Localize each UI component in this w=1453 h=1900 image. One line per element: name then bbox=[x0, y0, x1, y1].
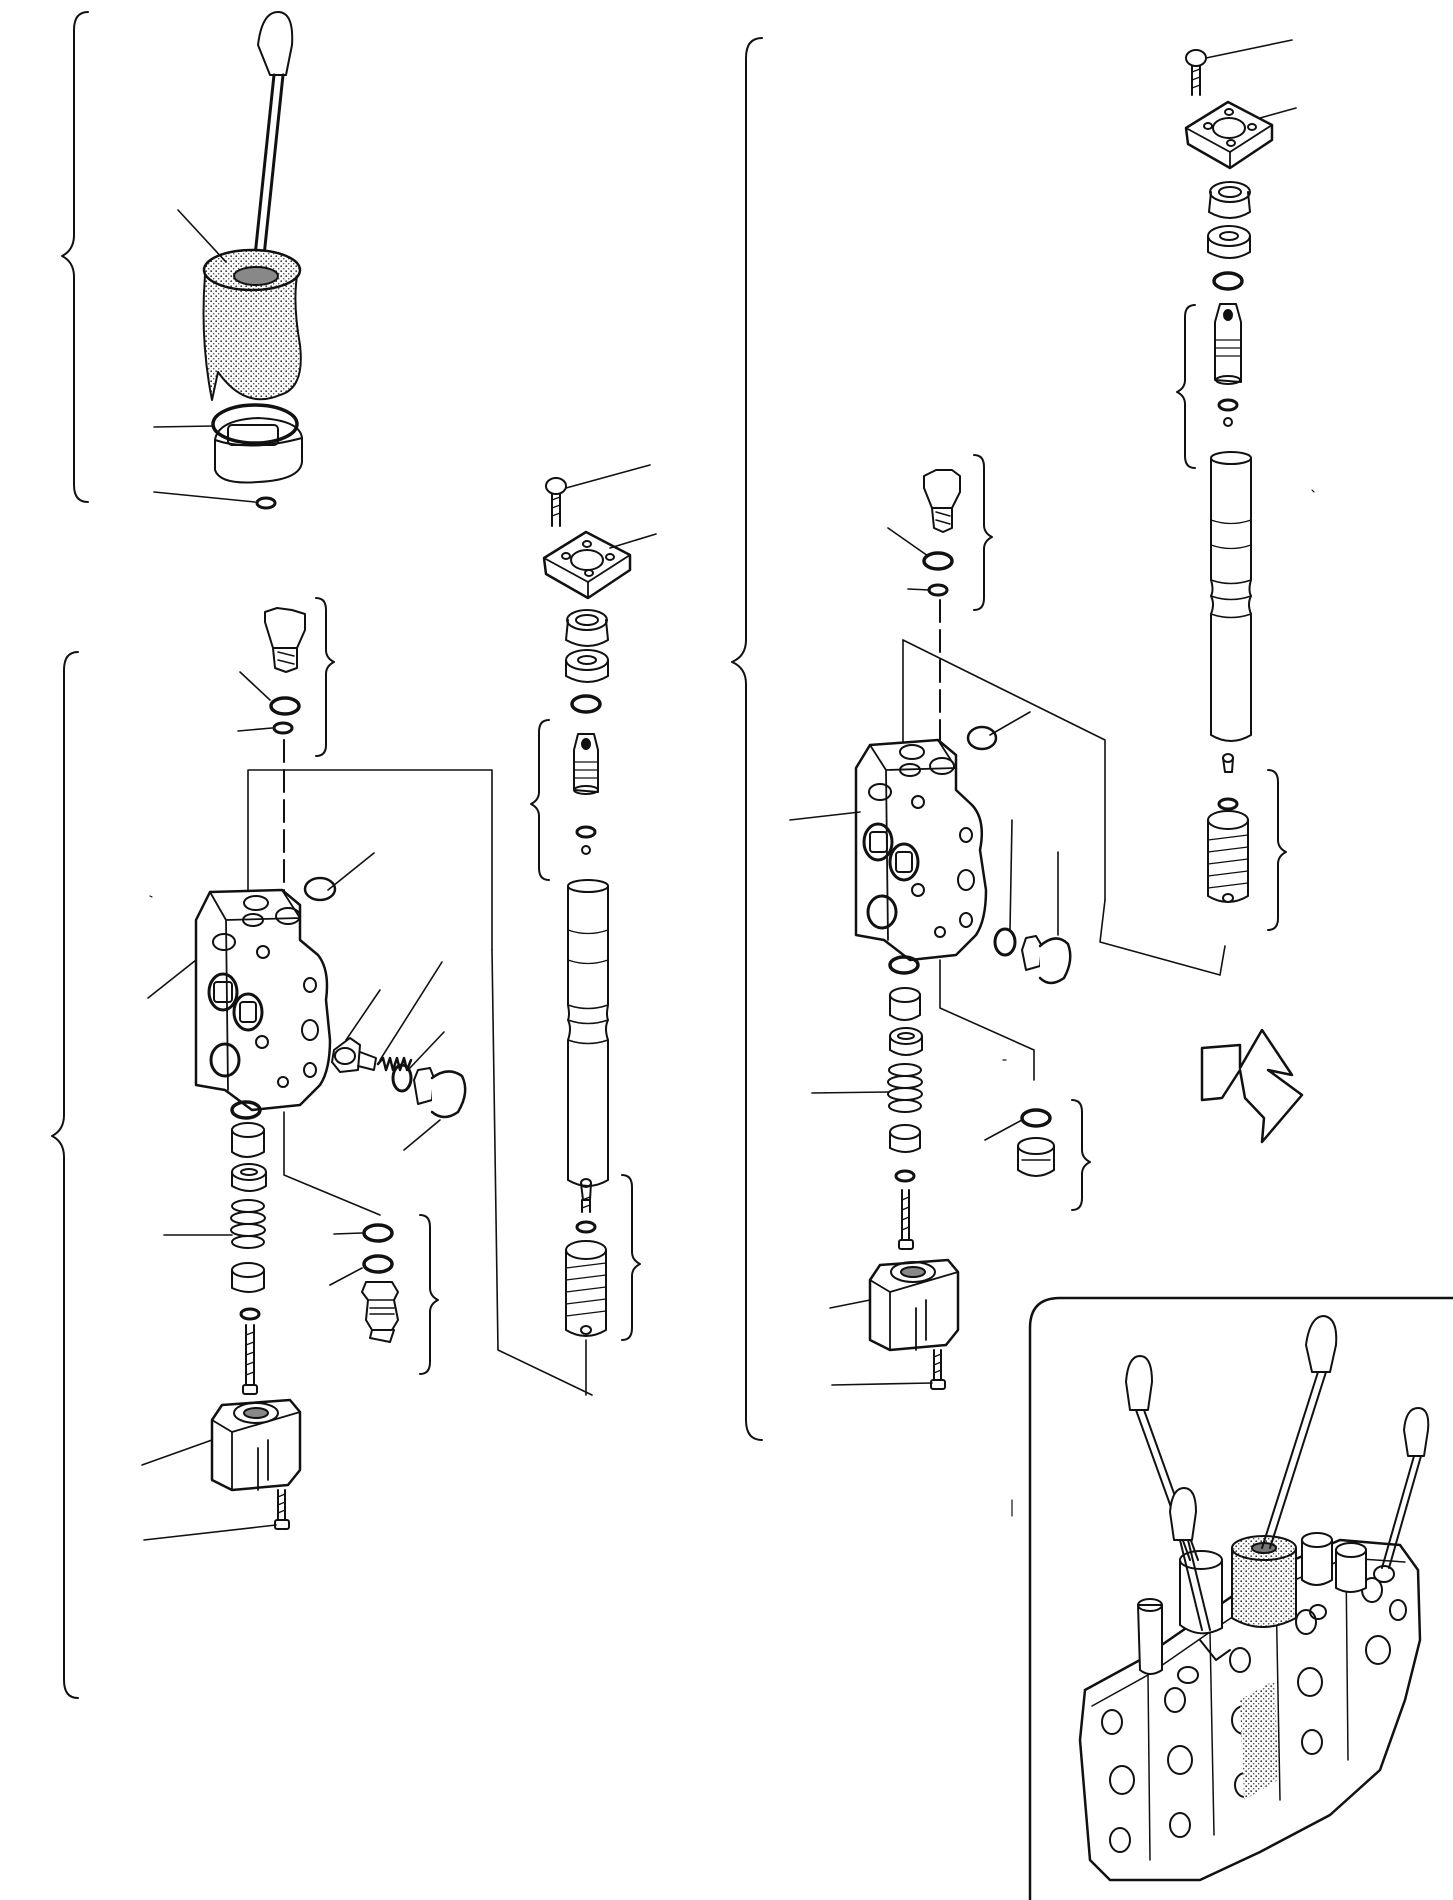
assembly-link-lines-right bbox=[939, 899, 1226, 1081]
plug-cap-right bbox=[1017, 1137, 1055, 1177]
plug-left bbox=[413, 1067, 467, 1119]
scan-specks bbox=[149, 489, 1315, 1517]
bolt-icon bbox=[930, 1349, 946, 1390]
spring-icon bbox=[887, 1063, 923, 1113]
spring-icon bbox=[376, 1056, 413, 1072]
control-lever-icon bbox=[251, 11, 294, 277]
relief-valve-right bbox=[923, 469, 961, 533]
brace-valve-section-left bbox=[51, 651, 79, 1699]
inset-levers bbox=[1125, 1315, 1430, 1631]
direction-arrow-icon bbox=[1200, 1028, 1304, 1144]
spring-icon bbox=[230, 1199, 266, 1249]
bolt-icon bbox=[898, 1189, 914, 1250]
seal-right bbox=[1207, 225, 1251, 259]
end-cover-left bbox=[210, 1398, 302, 1492]
side-o-ring-left bbox=[303, 876, 337, 902]
seal-left bbox=[565, 649, 609, 683]
flange-right bbox=[1184, 100, 1274, 170]
bolt-icon bbox=[545, 477, 567, 527]
bushing-left bbox=[565, 609, 609, 647]
part-leader-lines bbox=[141, 39, 1297, 1541]
rubber-boot bbox=[202, 248, 302, 401]
relief-valve-side-left bbox=[361, 1281, 399, 1343]
boot-plate bbox=[214, 417, 303, 484]
control-valve-bank bbox=[1078, 1532, 1422, 1882]
valve-body-left bbox=[194, 888, 332, 1112]
spool-cap-right bbox=[889, 987, 921, 1021]
spool-left-main bbox=[567, 879, 609, 1187]
spool-right bbox=[1184, 49, 1274, 903]
detent-left bbox=[565, 1178, 607, 1337]
bolt-icon bbox=[242, 1324, 258, 1395]
relief-valve-left bbox=[264, 607, 306, 673]
boot-o-ring bbox=[211, 403, 299, 445]
plug-o-ring-left bbox=[391, 1063, 413, 1093]
plug-right bbox=[1021, 935, 1072, 985]
side-o-ring-right bbox=[966, 725, 998, 751]
valve-section-left bbox=[194, 607, 593, 1530]
spring-seat-right bbox=[889, 1124, 921, 1153]
plug-o-ring-right bbox=[993, 927, 1017, 957]
brace-valve-section-right bbox=[731, 37, 763, 1441]
check-valve-left bbox=[331, 1037, 377, 1073]
valve-body-right bbox=[854, 738, 988, 962]
lever-assembly bbox=[202, 11, 303, 510]
control-lever-icon bbox=[1169, 1487, 1211, 1631]
control-lever-icon bbox=[1261, 1315, 1338, 1549]
detent-right bbox=[1207, 753, 1249, 903]
overview-inset bbox=[1028, 1296, 1453, 1900]
spring-seat-left bbox=[231, 1262, 265, 1293]
end-cover-right bbox=[868, 1258, 960, 1352]
flange-left bbox=[542, 530, 632, 600]
spool-eye-right bbox=[1214, 303, 1242, 385]
collar-left bbox=[231, 1163, 267, 1192]
spool-right-main bbox=[1210, 451, 1252, 742]
control-lever-icon bbox=[1381, 1407, 1430, 1569]
small-braces bbox=[315, 304, 1287, 1375]
collar-right bbox=[889, 1027, 923, 1056]
valve-section-right bbox=[854, 469, 1226, 1390]
spool-left bbox=[542, 477, 632, 1396]
bolt-icon bbox=[274, 1489, 290, 1530]
bushing-right bbox=[1208, 181, 1251, 219]
assembly-link-lines-left bbox=[247, 769, 593, 1396]
brace-lever-assembly bbox=[61, 11, 89, 503]
spool-eye-left bbox=[573, 733, 599, 795]
spool-cap-left bbox=[231, 1122, 265, 1158]
bolt-icon bbox=[1185, 49, 1207, 96]
